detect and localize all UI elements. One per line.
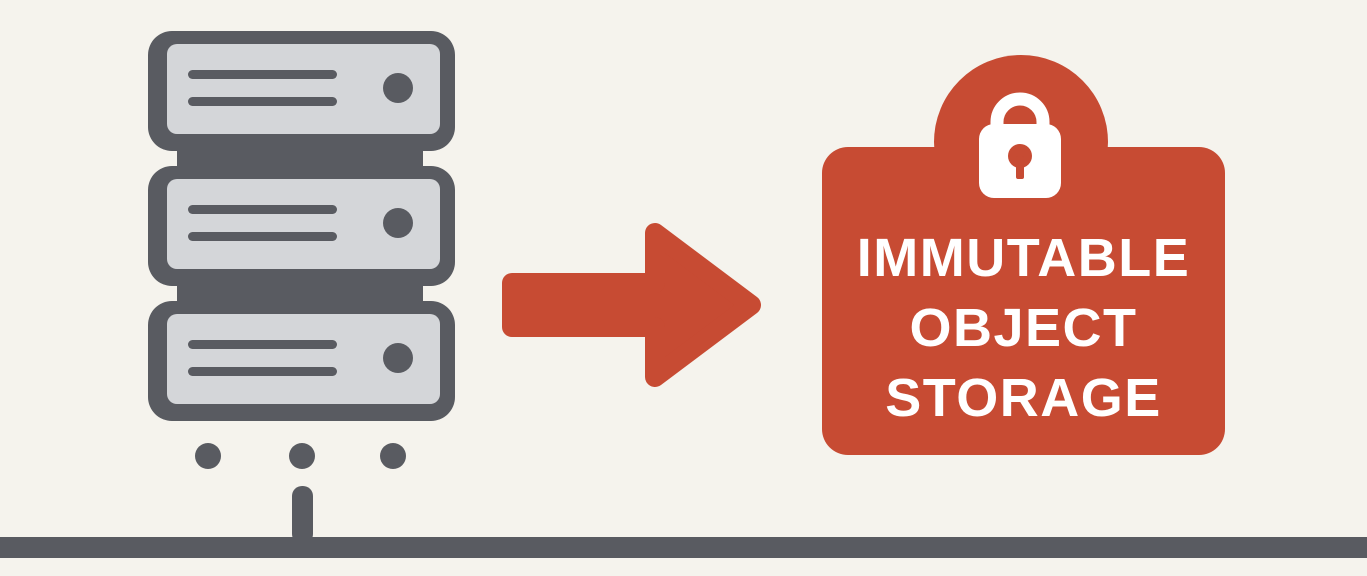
connection-dot	[380, 443, 406, 469]
arrow-right-icon	[502, 223, 761, 387]
badge-label: IMMUTABLE OBJECT STORAGE	[822, 147, 1225, 455]
network-drop-stub	[292, 486, 313, 544]
lock-icon	[979, 92, 1061, 198]
badge-body	[822, 147, 1225, 455]
connection-dot	[289, 443, 315, 469]
server-unit-middle	[148, 166, 455, 286]
server-unit-top	[148, 31, 455, 151]
connection-dot	[195, 443, 221, 469]
immutable-storage-badge	[822, 55, 1225, 455]
badge-label-line1: IMMUTABLE	[856, 228, 1191, 288]
lock-shackle	[990, 92, 1050, 148]
badge-label-line3: STORAGE	[885, 368, 1162, 428]
server-stack-icon	[148, 31, 455, 544]
lock-keyhole-stem	[1016, 156, 1024, 179]
network-bus-line	[0, 537, 1367, 558]
server-unit-bottom	[148, 301, 455, 421]
badge-label-line2: OBJECT	[909, 298, 1138, 358]
